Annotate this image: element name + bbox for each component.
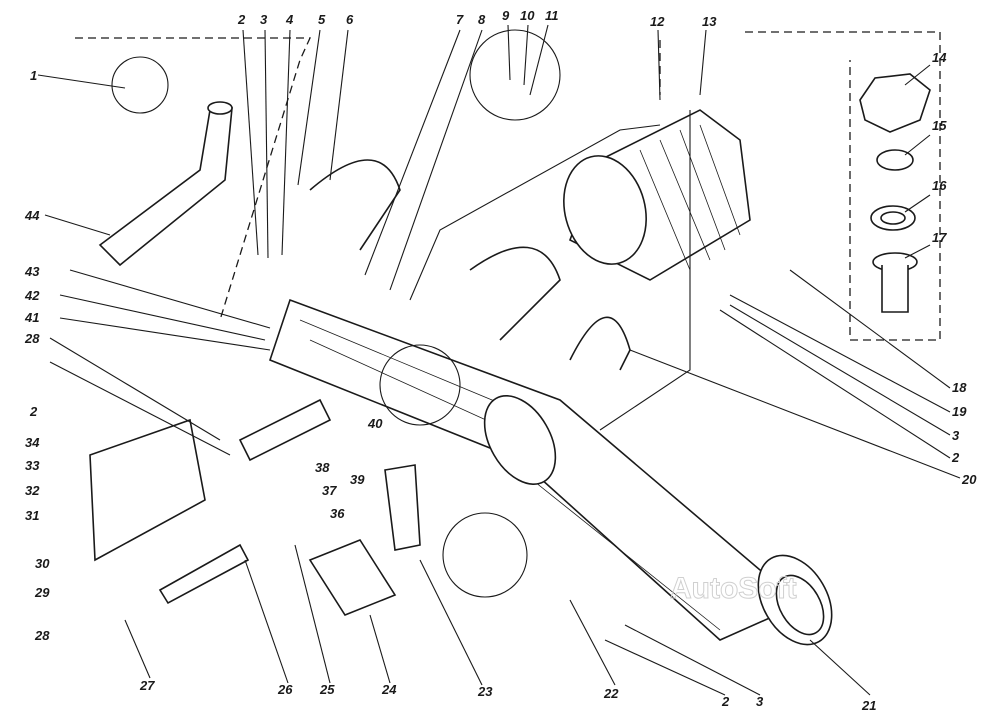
u-clamp-upper: [309, 159, 401, 251]
label-12: 12: [650, 14, 665, 29]
label-23: 23: [477, 684, 493, 699]
label-36: 36: [330, 506, 345, 521]
label-3-right: 3: [952, 428, 960, 443]
callout-labels: 1 2 3 4 5 6 7 8 9 10 11 12 13 14 15 16 1…: [24, 8, 977, 713]
label-22: 22: [603, 686, 619, 701]
label-11: 11: [545, 8, 559, 23]
label-14: 14: [932, 50, 947, 65]
label-25: 25: [319, 682, 335, 697]
u-clamp-lower: [569, 316, 631, 371]
label-15: 15: [932, 118, 947, 133]
label-8: 8: [478, 12, 486, 27]
label-27: 27: [139, 678, 155, 693]
label-9: 9: [502, 8, 510, 23]
filler-cap-group: [859, 73, 931, 313]
label-7: 7: [456, 12, 464, 27]
label-39: 39: [350, 472, 365, 487]
label-32: 32: [25, 483, 40, 498]
pipe-end: [207, 101, 233, 115]
label-4: 4: [285, 12, 294, 27]
label-3-bottom: 3: [756, 694, 764, 709]
detail-circle-lower: [442, 512, 528, 598]
label-2-bottom: 2: [721, 694, 730, 709]
group-outline-left: [75, 37, 312, 321]
tank-canister: [563, 109, 751, 281]
label-3-top: 3: [260, 12, 268, 27]
label-26: 26: [277, 682, 293, 697]
label-30: 30: [35, 556, 50, 571]
detail-circle-9: [469, 29, 561, 121]
label-28-left: 28: [24, 331, 40, 346]
label-40: 40: [367, 416, 383, 431]
leader-lines: [37, 24, 961, 696]
label-2-right: 2: [951, 450, 960, 465]
label-41: 41: [24, 310, 39, 325]
label-34: 34: [25, 435, 40, 450]
detail-circle-center: [379, 344, 461, 426]
label-28-bottom: 28: [34, 628, 50, 643]
label-18: 18: [952, 380, 967, 395]
muffler-body: [269, 298, 833, 646]
label-43: 43: [24, 264, 40, 279]
label-2-left: 2: [29, 404, 38, 419]
label-17: 17: [932, 230, 947, 245]
rod-26: [158, 543, 250, 605]
label-29: 29: [34, 585, 50, 600]
fuel-line: [409, 124, 661, 301]
sleeve-24: [308, 539, 397, 616]
detail-circle-1: [111, 56, 169, 114]
label-16: 16: [932, 178, 947, 193]
label-44: 44: [24, 208, 40, 223]
label-37: 37: [322, 483, 337, 498]
label-1: 1: [30, 68, 37, 83]
label-13: 13: [702, 14, 717, 29]
label-10: 10: [520, 8, 535, 23]
label-38: 38: [315, 460, 330, 475]
group-outline-right: [745, 31, 941, 341]
bracket-plate: [89, 418, 206, 562]
label-24: 24: [381, 682, 397, 697]
label-5: 5: [318, 12, 326, 27]
igniter-39: [238, 398, 332, 462]
label-21: 21: [861, 698, 876, 713]
label-20: 20: [961, 472, 977, 487]
label-42: 42: [24, 288, 40, 303]
label-19: 19: [952, 404, 967, 419]
exhaust-pipe-44: [98, 107, 233, 267]
label-6: 6: [346, 12, 354, 27]
fuel-line-2: [599, 110, 691, 431]
burner-23: [384, 464, 421, 551]
watermark: AutoSoft: [670, 572, 797, 605]
label-31: 31: [25, 508, 39, 523]
label-33: 33: [25, 458, 40, 473]
u-clamp-mid: [469, 246, 561, 341]
label-2-top: 2: [237, 12, 246, 27]
